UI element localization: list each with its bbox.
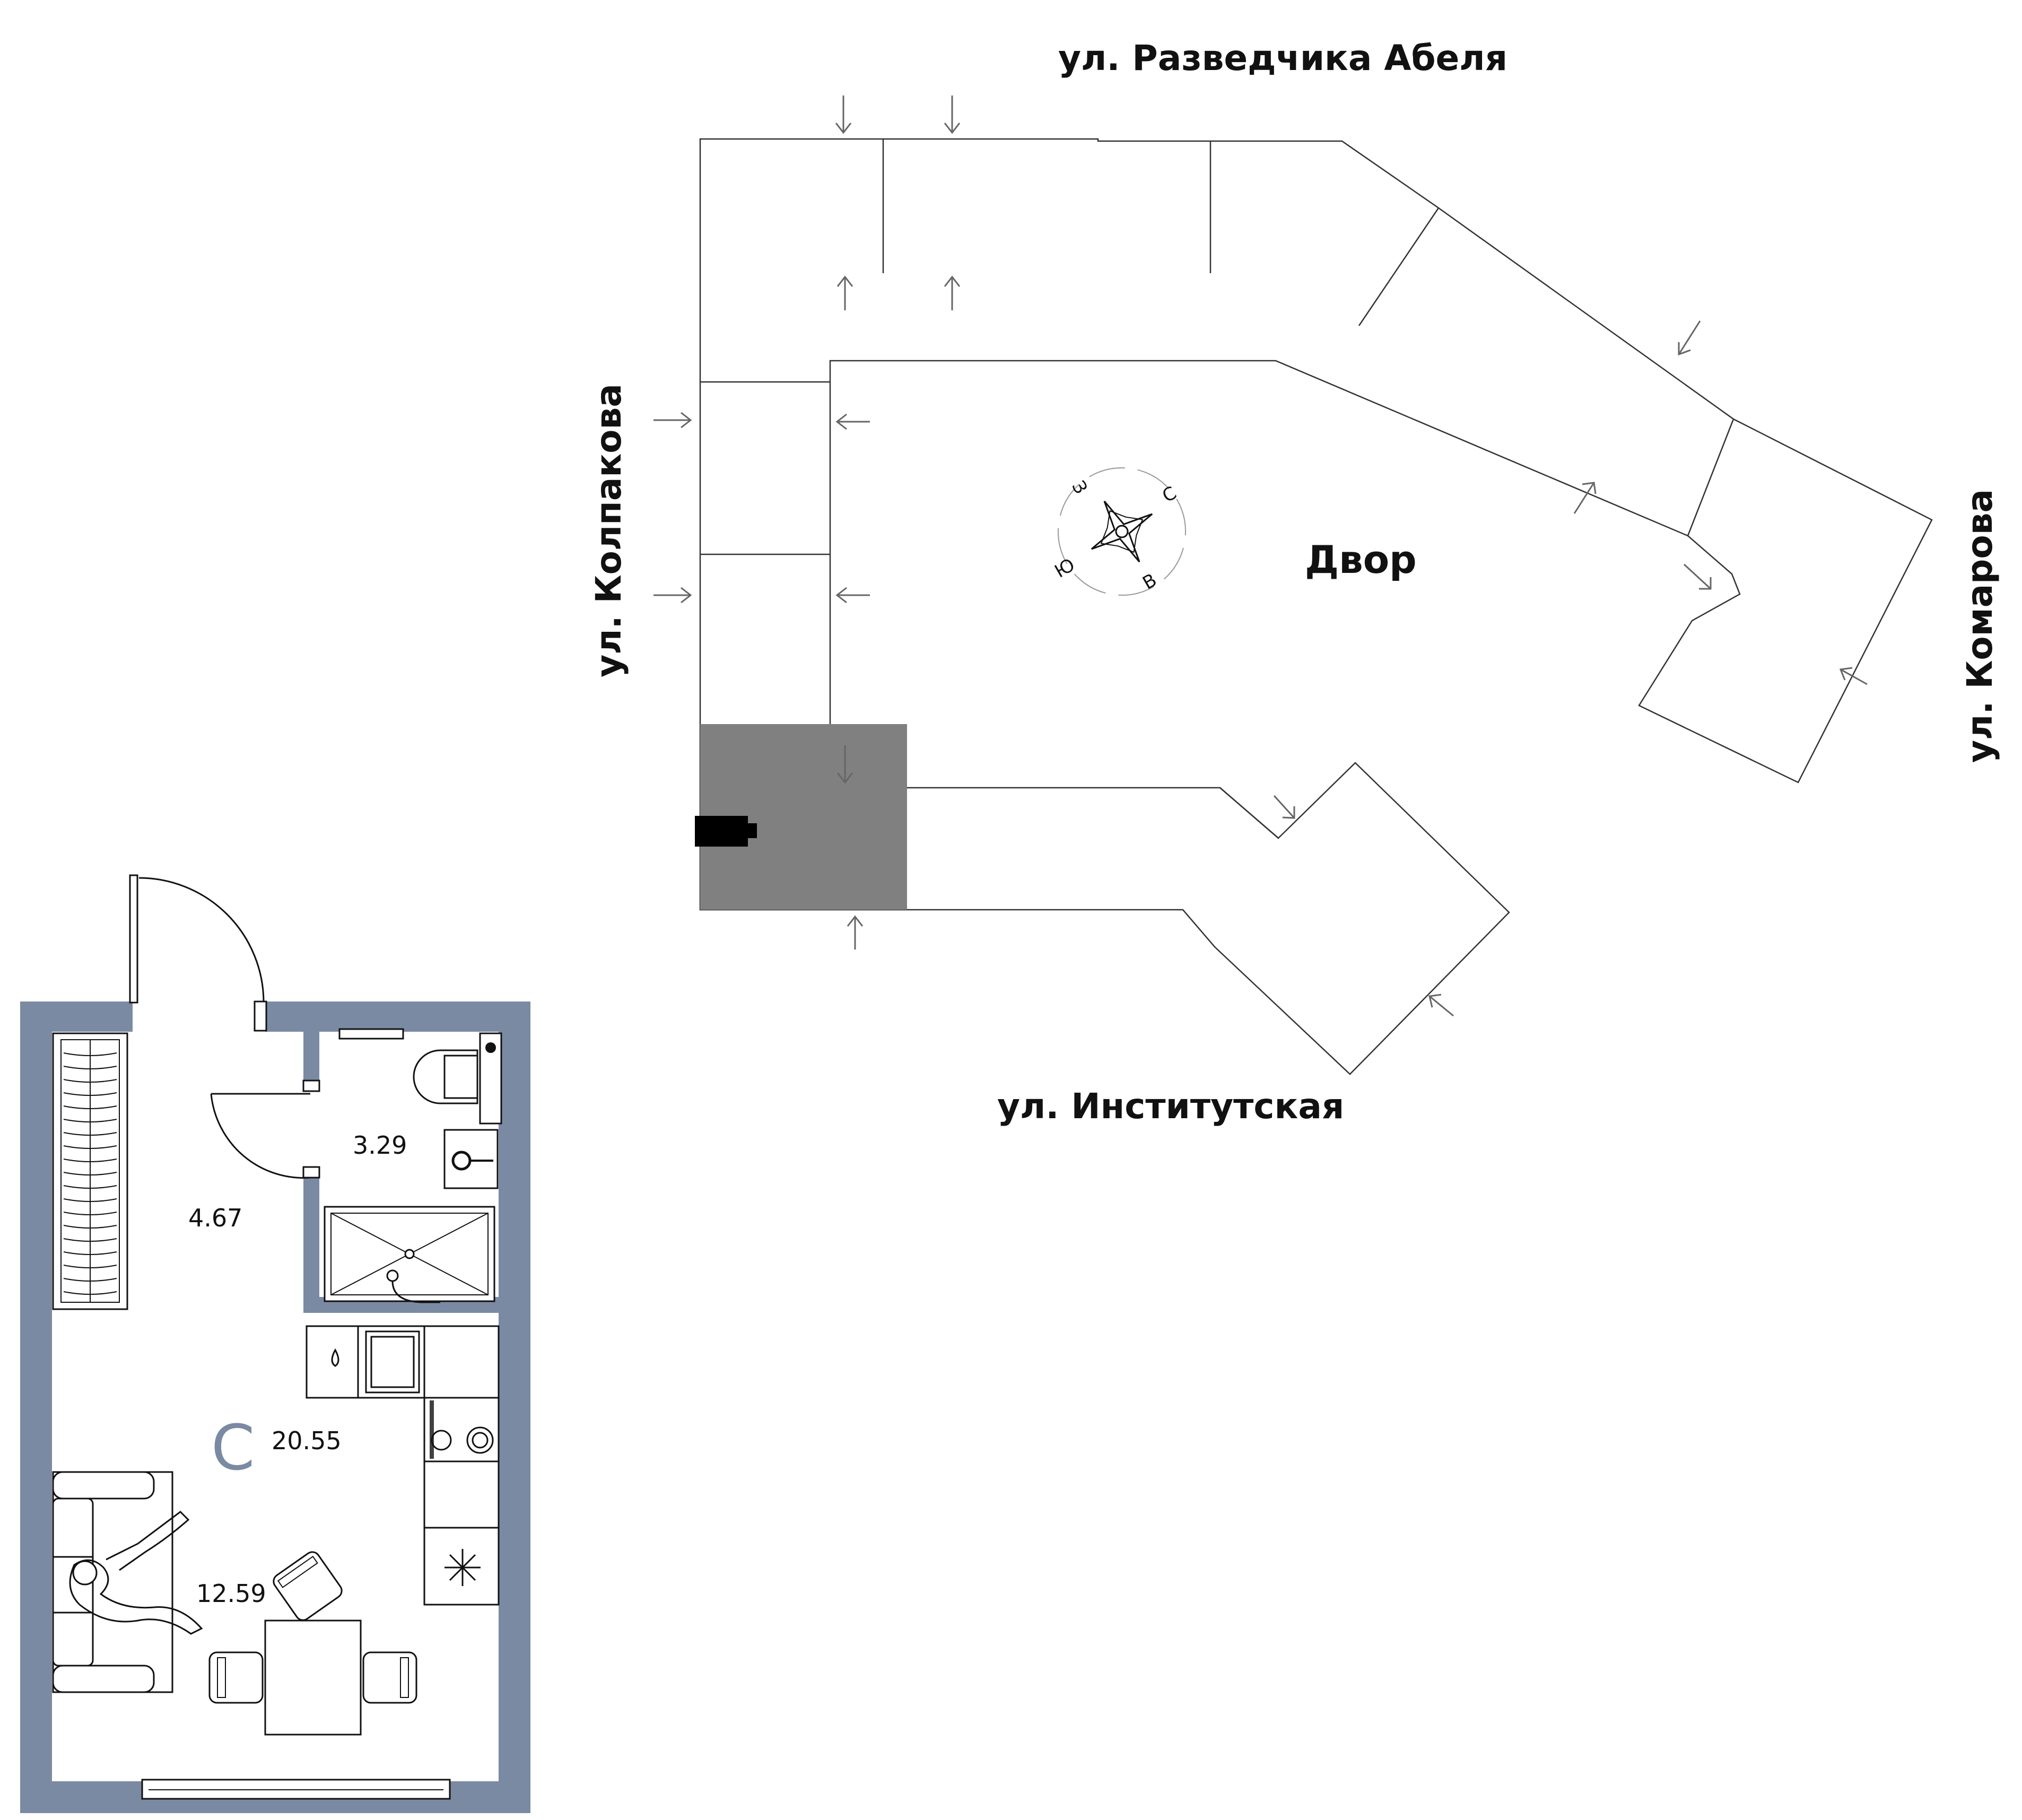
street-north-label: ул. Разведчика Абеля (1058, 38, 1507, 79)
site-plan: С В Ю З Двор ул. Разведчика Абеля ул. Ин… (588, 38, 2000, 1127)
entrance-arrows (653, 95, 1868, 1017)
total-area-label: 20.55 (272, 1426, 342, 1455)
hall-area-label: 4.67 (188, 1204, 242, 1232)
compass-east-label: В (1139, 569, 1161, 594)
compass-west-label: З (1067, 477, 1092, 498)
yard-label: Двор (1305, 537, 1417, 582)
sofa (52, 1471, 203, 1693)
compass-north-label: С (1159, 482, 1181, 507)
compass-south-label: Ю (1051, 554, 1079, 582)
bathroom-area-label: 3.29 (353, 1131, 407, 1160)
section-marker (695, 816, 748, 847)
dining-table (208, 1551, 417, 1736)
kitchen-unit (306, 1325, 500, 1606)
street-west-label: ул. Колпакова (588, 384, 629, 677)
apartment-plan: 4.67 3.29 C 20.55 12.59 (20, 874, 530, 1813)
bathroom-fixtures (324, 1028, 502, 1303)
street-south-label: ул. Институтская (997, 1086, 1344, 1127)
apartment-code: C (211, 1411, 255, 1484)
living-area-label: 12.59 (196, 1579, 266, 1608)
building-outline (699, 138, 1933, 1075)
wardrobe (52, 1032, 128, 1310)
street-east-label: ул. Комарова (1959, 489, 2000, 763)
compass-rose (1058, 467, 1186, 596)
